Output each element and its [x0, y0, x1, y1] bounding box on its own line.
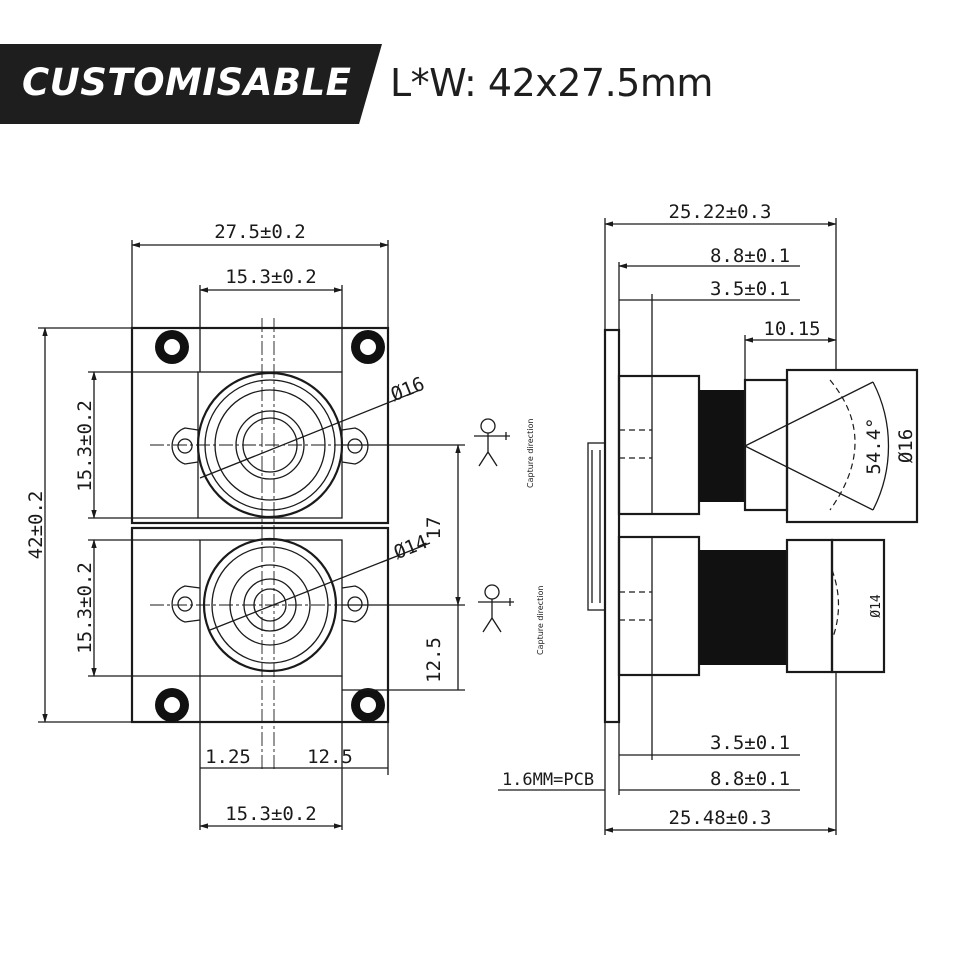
banner-label: CUSTOMISABLE: [22, 61, 352, 104]
dim-lower-module-height: 15.3±0.2: [74, 562, 96, 654]
connector: [587, 442, 606, 611]
dim-upper-module-height: 15.3±0.2: [74, 400, 96, 492]
lower-board: [130, 526, 390, 724]
side-lower-8-8: 8.8±0.1: [710, 768, 790, 790]
side-length-bottom: 25.48±0.3: [669, 807, 772, 829]
lower-thread: [699, 550, 787, 665]
capture-direction-lower: Capture direction: [536, 586, 545, 655]
side-lower-3-5: 3.5±0.1: [710, 732, 790, 754]
side-upper-8-8: 8.8±0.1: [710, 245, 790, 267]
dim-height-total: 42±0.2: [25, 491, 47, 560]
mounting-hole: [155, 688, 189, 722]
side-fov-angle: 54.4°: [863, 417, 885, 474]
person-icon: [474, 418, 510, 467]
lower-side-module: [617, 535, 886, 677]
dim-spacing-12-5-right: 12.5: [423, 637, 445, 683]
lower-lens-holder: [171, 537, 369, 677]
upper-thread: [699, 390, 745, 502]
upper-board: [130, 326, 390, 525]
dim-lens-width-bottom: 15.3±0.2: [225, 803, 317, 825]
dim-lens-width-top: 15.3±0.2: [225, 266, 317, 288]
dim-offset-12-5-bottom: 12.5: [307, 746, 353, 768]
dim-width-top: 27.5±0.2: [214, 221, 306, 243]
side-upper-diameter: Ø16: [895, 429, 917, 463]
size-label: L*W: 42x27.5mm: [390, 61, 713, 105]
header: CUSTOMISABLE L*W: 42x27.5mm: [0, 0, 960, 130]
banner: [0, 44, 382, 124]
person-icon: [478, 584, 514, 633]
mounting-hole: [155, 330, 189, 364]
dim-offset-1-25: 1.25: [205, 746, 251, 768]
front-view: 27.5±0.2 15.3±0.2 42±0.2 15.3±0.2 15.3±0…: [25, 221, 545, 830]
side-upper-3-5: 3.5±0.1: [710, 278, 790, 300]
side-lower-diameter: Ø14: [869, 594, 884, 618]
mounting-hole: [351, 330, 385, 364]
upper-lens-diameter: Ø16: [388, 373, 428, 406]
side-length-top: 25.22±0.3: [669, 201, 772, 223]
upper-side-module: [617, 368, 919, 524]
side-lens-10-15: 10.15: [763, 318, 820, 340]
side-pcb-label: 1.6MM=PCB: [502, 770, 594, 790]
dim-spacing-17: 17: [423, 517, 445, 540]
capture-direction-upper: Capture direction: [526, 419, 535, 488]
mounting-hole: [351, 688, 385, 722]
side-view: 25.22±0.3 8.8±0.1 3.5±0.1 10.15 54.4° Ø1…: [498, 201, 919, 835]
pcb: [603, 328, 621, 724]
